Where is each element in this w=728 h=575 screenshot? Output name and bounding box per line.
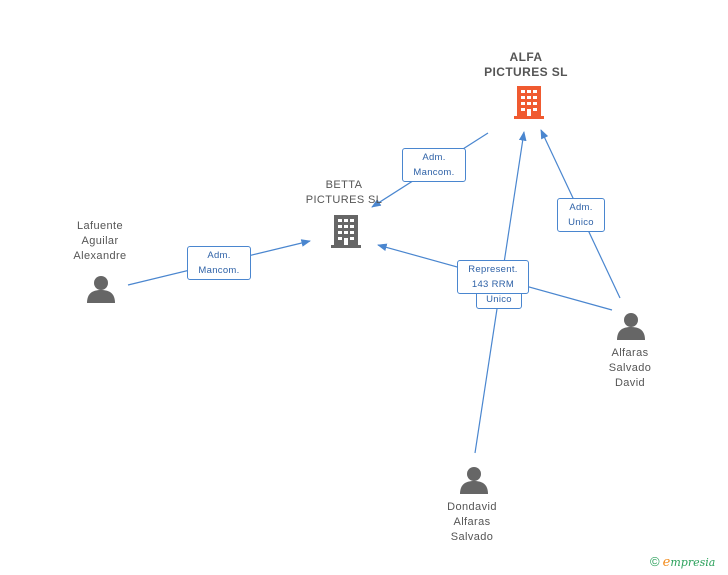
alfaras-david-label-line: Salvado (608, 362, 652, 374)
copyright-symbol: © (650, 554, 660, 569)
alfa-label-line: ALFA (509, 50, 543, 64)
lafuente-label-line: Lafuente (76, 220, 124, 232)
dondavid-person-icon (460, 467, 488, 494)
betta-building-icon (331, 215, 361, 248)
lafuente-label-line: Alexandre (73, 250, 127, 262)
dondavid-label-line: Alfaras (453, 516, 491, 528)
edge-label-lafuente-betta[interactable]: Adm. Mancom. (187, 246, 251, 280)
edge-label-line: Mancom. (413, 167, 455, 178)
edge-label-david-betta[interactable]: Represent. 143 RRM (457, 260, 529, 294)
betta-label-line: BETTA (325, 179, 363, 191)
alfa-node-label[interactable]: ALFA PICTURES SL (476, 50, 576, 80)
edge-label-line: Unico (568, 217, 594, 228)
dondavid-label-line: Salvado (450, 531, 494, 543)
alfaras-david-person-icon (617, 313, 645, 340)
alfaras-david-label-line: David (614, 377, 646, 389)
edge-label-line: Represent. (468, 264, 518, 275)
brand-name: mpresia (670, 556, 716, 569)
empresia-logo[interactable]: © empresia (650, 554, 715, 570)
lafuente-label-line: Aguilar (81, 235, 119, 247)
edge-label-david-alfa[interactable]: Adm. Unico (557, 198, 605, 232)
edge-label-line: Mancom. (198, 265, 240, 276)
dondavid-node-label[interactable]: Dondavid Alfaras Salvado (424, 500, 520, 545)
lafuente-node-label[interactable]: Lafuente Aguilar Alexandre (52, 219, 148, 264)
edge-label-alfa-betta[interactable]: Adm. Mancom. (402, 148, 466, 182)
edge-label-line: Adm. (207, 250, 231, 261)
brand-e: e (662, 555, 671, 570)
betta-node-label[interactable]: BETTA PICTURES SL (294, 178, 394, 208)
alfa-building-icon (514, 86, 544, 119)
edge-label-line: Adm. (422, 152, 446, 163)
alfaras-david-label-line: Alfaras (611, 347, 649, 359)
lafuente-person-icon (87, 276, 115, 303)
alfa-label-line: PICTURES SL (484, 65, 568, 79)
dondavid-label-line: Dondavid (447, 501, 497, 513)
edge-label-line: Unico (486, 294, 512, 305)
betta-label-line: PICTURES SL (305, 194, 383, 206)
alfaras-david-node-label[interactable]: Alfaras Salvado David (582, 346, 678, 391)
edge-label-line: Adm. (569, 202, 593, 213)
edge-label-line: 143 RRM (471, 279, 515, 290)
